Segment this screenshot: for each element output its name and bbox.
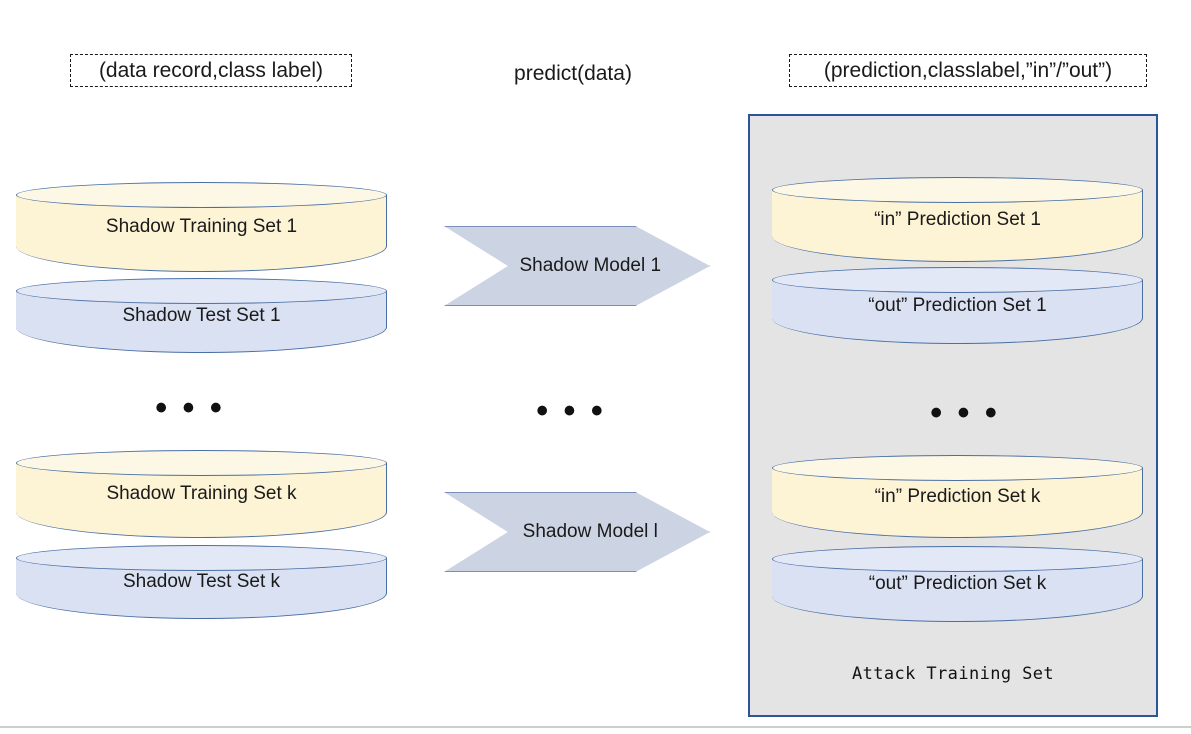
right-panel-ellipsis: • • •	[930, 394, 1000, 432]
attack-training-set-caption: Attack Training Set	[851, 664, 1055, 684]
shadow-test-set-1-cylinder: Shadow Test Set 1	[16, 278, 387, 353]
cylinder-label: Shadow Test Set k	[122, 571, 281, 592]
cylinder-top-ellipse	[772, 267, 1143, 293]
cylinder-top-ellipse	[772, 177, 1143, 203]
out-prediction-set-1-cylinder: “out” Prediction Set 1	[772, 267, 1143, 344]
cylinder-top-ellipse	[16, 545, 387, 571]
cylinder-label: Shadow Test Set 1	[122, 304, 281, 326]
in-prediction-set-1-cylinder: “in” Prediction Set 1	[772, 177, 1143, 262]
cylinder-label: “out” Prediction Set k	[868, 573, 1047, 594]
cylinder-label: “out” Prediction Set 1	[868, 294, 1047, 316]
cylinder-label: Shadow Training Set k	[106, 483, 297, 504]
cylinder-top-ellipse	[772, 455, 1143, 481]
cylinder-top-ellipse	[16, 278, 387, 304]
shadow-model-1-label: Shadow Model 1	[519, 255, 662, 276]
shadow-training-set-k-cylinder: Shadow Training Set k	[16, 450, 387, 538]
header-label-prediction-tuple: (prediction,classlabel,”in”/”out”)	[789, 54, 1147, 87]
shadow-test-set-k-cylinder: Shadow Test Set k	[16, 545, 387, 619]
header-label-predict-data: predict(data)	[514, 62, 632, 85]
cylinder-top-ellipse	[772, 546, 1143, 572]
header-label-data-record: (data record,class label)	[70, 54, 352, 87]
cylinder-top-ellipse	[16, 450, 387, 476]
out-prediction-set-k-cylinder: “out” Prediction Set k	[772, 546, 1143, 622]
cylinder-label: Shadow Training Set 1	[105, 216, 298, 237]
left-column-ellipsis: • • •	[155, 389, 225, 427]
middle-column-ellipsis: • • •	[536, 392, 606, 430]
cylinder-label: “in” Prediction Set k	[874, 485, 1041, 507]
shadow-training-set-1-cylinder: Shadow Training Set 1	[16, 182, 387, 272]
cylinder-label: “in” Prediction Set 1	[874, 208, 1041, 230]
in-prediction-set-k-cylinder: “in” Prediction Set k	[772, 455, 1143, 538]
cylinder-top-ellipse	[16, 182, 387, 208]
bottom-divider	[0, 726, 1191, 728]
shadow-model-l-label: Shadow Model l	[522, 521, 658, 542]
